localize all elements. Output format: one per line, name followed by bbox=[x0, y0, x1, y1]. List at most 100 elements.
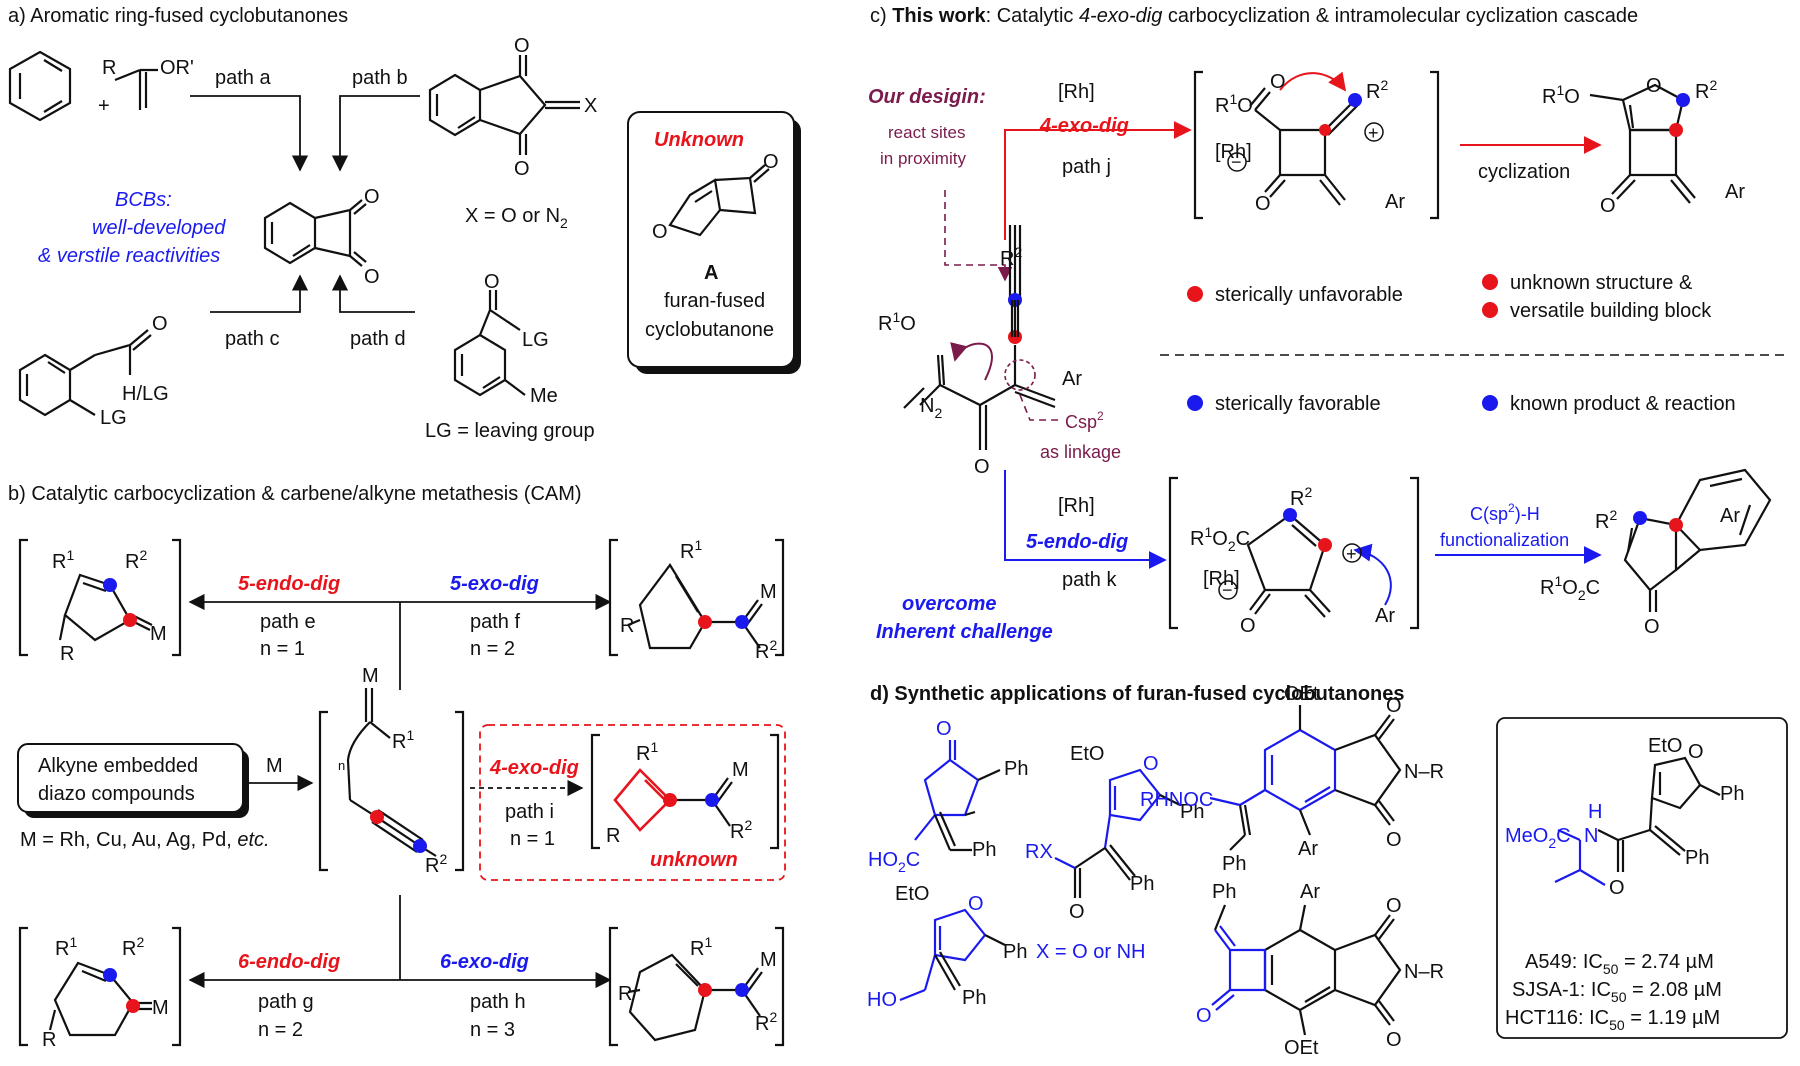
panel-a-title: a) Aromatic ring-fused cyclobutanones bbox=[8, 5, 348, 27]
bio-furan-o: O bbox=[1688, 741, 1704, 763]
path-j-label: path j bbox=[1062, 156, 1111, 178]
phth-bot-o1: O bbox=[1386, 895, 1402, 917]
unknown-label: unknown bbox=[650, 849, 738, 871]
path-b-label: path b bbox=[352, 67, 408, 89]
overcome-1: overcome bbox=[902, 593, 997, 615]
central-ar: Ar bbox=[1062, 368, 1082, 390]
path-h-label: path h bbox=[470, 991, 526, 1013]
path-i-label: path i bbox=[505, 801, 554, 823]
endo5-label: 5-endo-dig bbox=[238, 573, 340, 595]
plus-sign: + bbox=[98, 95, 110, 117]
endo5-product bbox=[18, 538, 182, 657]
amide-carbonyl-o: O bbox=[1069, 901, 1085, 923]
bcbs-line2: well-developed bbox=[92, 217, 226, 239]
substrate-line1: Alkyne embedded bbox=[38, 755, 198, 777]
unknown-title: Unknown bbox=[654, 129, 744, 151]
phth-bot-o-ketone: O bbox=[1196, 1005, 1212, 1027]
int-k-r1o2c: R1O2C bbox=[1190, 524, 1250, 554]
path-c-o: O bbox=[152, 313, 168, 335]
product-j bbox=[1589, 83, 1696, 204]
phth-top-o1: O bbox=[1386, 695, 1402, 717]
int-j-minus: − bbox=[1231, 152, 1242, 172]
panel-a: a) Aromatic ring-fused cyclobutanones + … bbox=[8, 5, 801, 442]
cyclobutanone-line: cyclobutanone bbox=[645, 319, 774, 341]
int-j-ketone: O bbox=[1255, 193, 1271, 215]
react-sites-2: in proximity bbox=[880, 149, 966, 168]
me-label: Me bbox=[530, 385, 558, 407]
ic50-a549: A549: IC50 = 2.74 µM bbox=[1525, 951, 1714, 977]
enol-or-label: OR' bbox=[160, 57, 194, 79]
benzyne-structure bbox=[8, 50, 72, 122]
n-e-label: n = 1 bbox=[260, 638, 305, 660]
ch-line1: C(sp2)-H bbox=[1470, 501, 1540, 524]
path-a-arrow bbox=[190, 95, 309, 172]
furan-amide-structure bbox=[1054, 768, 1181, 898]
endo6-m: M bbox=[152, 997, 169, 1019]
int-k-ar: Ar bbox=[1375, 605, 1395, 627]
endo5-r: R bbox=[60, 643, 74, 665]
intermediate-j bbox=[1193, 70, 1440, 220]
amide-eto: EtO bbox=[1070, 743, 1104, 765]
substrate-box: Alkyne embedded diazo compounds bbox=[17, 743, 249, 818]
int-j-plus: + bbox=[1368, 123, 1379, 143]
endo6-label: 6-endo-dig bbox=[238, 951, 340, 973]
central-ketone-o: O bbox=[974, 456, 990, 478]
exo6-m: M bbox=[760, 949, 777, 971]
panel-b-title: b) Catalytic carbocyclization & carbene/… bbox=[8, 483, 582, 505]
furanol-structure bbox=[899, 908, 1006, 1002]
benzocyclobutenedione-structure: H bbox=[263, 199, 367, 267]
exo5-r2: R2 bbox=[755, 637, 777, 663]
x-label: X bbox=[584, 95, 597, 117]
path-k-rh: [Rh] bbox=[1058, 495, 1095, 517]
furanol-o: O bbox=[968, 893, 984, 915]
bio-amide-o: O bbox=[1609, 877, 1625, 899]
dione-o-bottom: O bbox=[364, 266, 380, 288]
bio-ph2: Ph bbox=[1685, 847, 1709, 869]
int-j-ar: Ar bbox=[1385, 191, 1405, 213]
unknown-furan-o-ring: O bbox=[652, 221, 668, 243]
react-sites-1: react sites bbox=[888, 123, 965, 142]
bcbs-line1: BCBs: bbox=[115, 189, 172, 211]
int-k-minus: − bbox=[1222, 580, 1233, 600]
bio-nh-h: H bbox=[1588, 801, 1602, 823]
panel-b: b) Catalytic carbocyclization & carbene/… bbox=[8, 483, 786, 1051]
path-k-label: path k bbox=[1062, 569, 1117, 591]
path-j-rh: [Rh] bbox=[1058, 81, 1095, 103]
panel-d-title: d) Synthetic applications of furan-fused… bbox=[870, 683, 1405, 705]
phthalimide-top bbox=[1209, 705, 1402, 851]
phth-top-oet: OEt bbox=[1284, 683, 1319, 705]
phthalimide-bottom bbox=[1211, 904, 1402, 1036]
amide-ph2: Ph bbox=[1130, 873, 1154, 895]
path-f-label: path f bbox=[470, 611, 520, 633]
prod-j-r2: R2 bbox=[1695, 77, 1717, 103]
metals-line: M = Rh, Cu, Au, Ag, Pd, etc. bbox=[20, 829, 270, 851]
central-substrate bbox=[903, 225, 1056, 450]
dione-o-top: O bbox=[364, 186, 380, 208]
exo6-product bbox=[608, 926, 785, 1047]
furanol-ph2: Ph bbox=[962, 987, 986, 1009]
linkage-label: as linkage bbox=[1040, 442, 1121, 462]
path-e-label: path e bbox=[260, 611, 316, 633]
endo6-r1: R1 bbox=[55, 934, 77, 960]
central-n2: N2 bbox=[920, 395, 942, 421]
furanol-ph1: Ph bbox=[1003, 941, 1027, 963]
react-sites-pointer bbox=[944, 190, 1013, 282]
bio-eto: EtO bbox=[1648, 735, 1682, 757]
x-definition: X = O or N2 bbox=[465, 205, 568, 231]
phth-top-ph: Ph bbox=[1222, 853, 1246, 875]
ic50-sjsa1: SJSA-1: IC50 = 2.08 µM bbox=[1512, 979, 1722, 1005]
endo5-m: M bbox=[150, 623, 167, 645]
lg-definition: LG = leaving group bbox=[425, 420, 595, 442]
phth-bot-nr: N–R bbox=[1404, 961, 1444, 983]
int-j-rh: [Rh] bbox=[1215, 141, 1252, 163]
butenolide-ph2: Ph bbox=[972, 839, 996, 861]
substrate-line2: diazo compounds bbox=[38, 783, 195, 805]
path-c-arrow bbox=[210, 274, 309, 313]
design-label: Our desigin: bbox=[868, 86, 986, 108]
legend-red-dot-1 bbox=[1187, 286, 1203, 302]
x-or-nh: X = O or NH bbox=[1036, 941, 1145, 963]
exo5-product bbox=[608, 538, 785, 657]
legend-known: known product & reaction bbox=[1510, 393, 1736, 415]
